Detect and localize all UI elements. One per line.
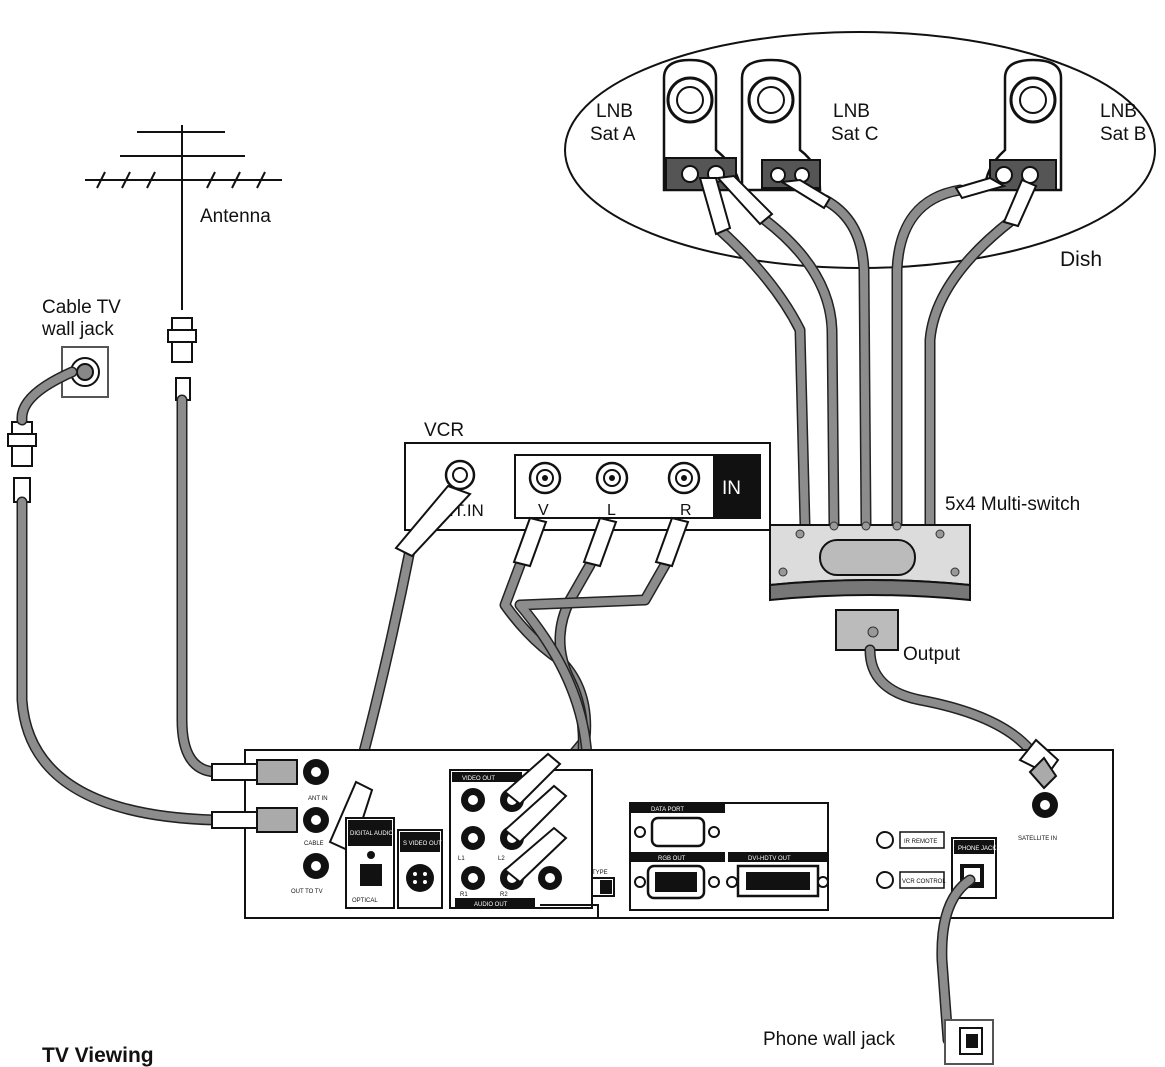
type-label: TYPE — [592, 870, 608, 876]
lnb-sat-a — [662, 58, 742, 192]
rf-connectors — [303, 759, 329, 879]
receiver-rca-plugs — [503, 752, 568, 884]
dish-label: Dish — [1060, 248, 1102, 271]
satellite-in-label: SATELLITE IN — [1018, 836, 1057, 842]
l1-label: L1 — [458, 856, 465, 862]
r2-label: R2 — [500, 892, 508, 898]
vcr-in-label: IN — [722, 478, 741, 499]
output-label: Output — [903, 644, 961, 665]
multiswitch — [769, 521, 971, 651]
antenna-cable — [178, 396, 219, 776]
cable-jack-label-1: Cable TV — [42, 297, 121, 318]
cable-jack-label-2: wall jack — [41, 319, 114, 340]
vcr-v-label: V — [538, 502, 549, 519]
audio-out-label: AUDIO OUT — [474, 902, 508, 908]
satellite-in-jack — [1018, 738, 1060, 818]
lnb-sat-c-label-2: Sat C — [831, 124, 879, 145]
optical-port — [360, 864, 382, 886]
vcr — [404, 442, 771, 531]
lnb-sat-c — [740, 58, 822, 192]
digital-audio-out-label: DIGITAL AUDIO OUT — [350, 831, 408, 837]
out-to-tv-label: OUT TO TV — [291, 889, 323, 895]
r1-label: R1 — [460, 892, 468, 898]
satellite-output-cable — [866, 646, 1034, 754]
lnb-sat-c-label-1: LNB — [833, 101, 870, 122]
ir-remote-label: IR REMOTE — [904, 839, 937, 845]
vcr-plugs — [394, 484, 690, 568]
antenna — [85, 125, 282, 310]
phone-jack-label: PHONE JACK — [958, 846, 996, 852]
s-video-out-label: S VIDEO OUT — [403, 841, 442, 847]
antenna-label: Antenna — [200, 206, 271, 227]
vcr-control-jack — [876, 871, 894, 889]
lnb-cables — [714, 184, 1018, 531]
cable-jack-short-cable — [17, 368, 76, 424]
cable-jack-connector — [7, 421, 37, 503]
video-out-label: VIDEO OUT — [462, 776, 495, 782]
l2-label: L2 — [498, 856, 505, 862]
vcr-l-label: L — [607, 502, 616, 519]
lnb-sat-a-label-2: Sat A — [590, 124, 636, 145]
multiswitch-label: 5x4 Multi-switch — [945, 494, 1080, 515]
vcr-r-label: R — [680, 502, 692, 519]
phone-wall-jack — [944, 1019, 994, 1065]
lnb-sat-a-label-1: LNB — [596, 101, 633, 122]
cable-label: CABLE — [304, 841, 324, 847]
ir-remote-jack — [876, 831, 894, 849]
ant-in-label: ANT IN — [308, 796, 328, 802]
vcr-control-label: VCR CONTROL — [902, 879, 946, 885]
s-video-port — [406, 864, 434, 892]
diagram-title: TV Viewing — [42, 1044, 154, 1067]
antenna-connector — [167, 317, 197, 401]
cable-tv-cable — [18, 498, 219, 824]
lnb-sat-b-label-2: Sat B — [1100, 124, 1146, 145]
lnb-connectors — [698, 174, 1038, 236]
rgb-out-label: RGB OUT — [658, 856, 686, 862]
data-port-label: DATA PORT — [651, 807, 684, 813]
phone-wall-jack-label: Phone wall jack — [763, 1029, 896, 1050]
optical-label: OPTICAL — [352, 898, 378, 904]
vcr-label: VCR — [424, 420, 464, 441]
dvi-hdtv-out-label: DVI-HDTV OUT — [748, 856, 791, 862]
lnb-sat-b-label-1: LNB — [1100, 101, 1137, 122]
data-port — [650, 816, 706, 848]
